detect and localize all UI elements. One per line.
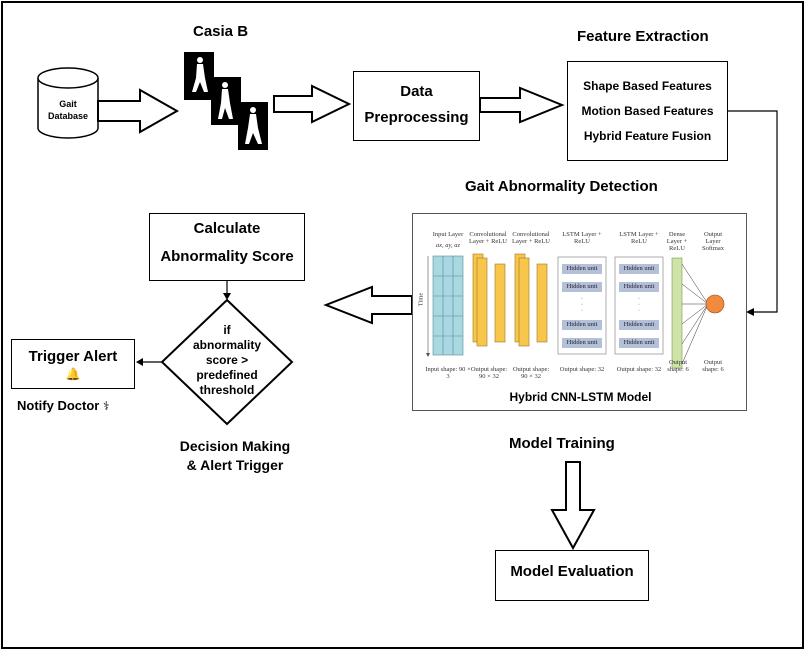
model-evaluation-box: Model Evaluation	[495, 550, 649, 601]
model-caption: Hybrid CNN-LSTM Model	[509, 390, 652, 404]
database-cylinder-icon	[37, 67, 99, 139]
shape-input: Input shape: 90 × 3	[425, 366, 471, 380]
notify-doctor: Notify Doctor ⚕	[17, 398, 109, 413]
label-input-vars: ax, ay, az	[435, 242, 461, 249]
shape-conv2: Output shape: 90 × 32	[512, 366, 550, 380]
cnn-lstm-model-box: Input Layer ax, ay, az Time Convolutiona…	[412, 213, 747, 411]
hidden-unit-1a: Hidden unit	[562, 264, 602, 274]
score-line2: Abnormality Score	[160, 248, 294, 265]
arrow-preprocessing-to-features	[479, 86, 565, 124]
conv-layer-1	[472, 253, 506, 347]
hidden-unit-1d: Hidden unit	[562, 338, 602, 348]
model-network-graphic	[426, 253, 725, 369]
hidden-dots-2: ···	[637, 295, 641, 314]
hidden-unit-2c: Hidden unit	[619, 320, 659, 330]
label-time-axis: Time	[417, 292, 425, 307]
label-output-layer: Output Layer Softmax	[701, 231, 725, 252]
arrow-casia-to-preprocessing	[273, 84, 352, 124]
hidden-unit-1c: Hidden unit	[562, 320, 602, 330]
score-line1: Calculate	[193, 220, 261, 237]
arrow-model-to-score	[323, 285, 413, 325]
arrow-score-to-decision	[223, 293, 231, 300]
decision-caption-line1: Decision Making	[179, 438, 291, 454]
casia-title: Casia B	[193, 23, 249, 40]
hidden-dots-1: ···	[580, 295, 584, 314]
database-label-line2: Database	[47, 111, 89, 121]
silhouette-frame-3	[238, 102, 268, 150]
arrow-training-to-evaluation	[550, 461, 596, 551]
shape-conv1: Output shape: 90 × 32	[470, 366, 508, 380]
feature-extraction-box: Shape Based Features Motion Based Featur…	[567, 61, 728, 161]
notify-doctor-label: Notify Doctor	[17, 398, 100, 413]
decision-condition: if abnormality score > predefined thresh…	[177, 323, 277, 398]
decision-caption: Decision Making & Alert Trigger	[160, 437, 310, 475]
database-label: Gait Database	[40, 98, 96, 122]
label-lstm1: LSTM Layer + ReLU	[562, 231, 602, 245]
feature-item-shape: Shape Based Features	[583, 79, 712, 93]
bell-icon: 🔔	[65, 367, 81, 381]
shape-lstm2: Output shape: 32	[616, 366, 662, 373]
decision-diamond	[160, 298, 294, 426]
shape-lstm1: Output shape: 32	[559, 366, 605, 373]
trigger-alert-title: Trigger Alert	[28, 348, 118, 365]
hidden-unit-2b: Hidden unit	[619, 282, 659, 292]
trigger-alert-box: Trigger Alert 🔔	[11, 339, 135, 389]
decision-line-5: threshold	[199, 383, 255, 397]
silhouette-frame-1	[184, 52, 214, 100]
detection-title: Gait Abnormality Detection	[465, 178, 658, 195]
dense-layer	[671, 257, 683, 369]
conv-layer-2	[514, 253, 548, 347]
model-training-title: Model Training	[509, 435, 615, 452]
feature-item-motion: Motion Based Features	[581, 104, 714, 118]
output-node	[705, 294, 725, 314]
arrow-features-to-model	[728, 110, 778, 313]
label-conv2: Convolutional Layer + ReLU	[512, 231, 550, 245]
decision-caption-line2: & Alert Trigger	[186, 457, 284, 473]
label-lstm2: LSTM Layer + ReLU	[619, 231, 659, 245]
arrow-decision-to-alert	[136, 358, 143, 366]
preprocessing-line2: Preprocessing	[364, 109, 469, 126]
arrow-db-to-casia	[97, 88, 180, 134]
feature-item-hybrid: Hybrid Feature Fusion	[583, 129, 712, 143]
decision-line-1: if	[223, 323, 231, 337]
preprocessing-box: Data Preprocessing	[353, 71, 480, 141]
decision-line-3: score >	[205, 353, 249, 367]
dense-to-output-connections	[681, 263, 709, 365]
decision-line-4: predefined	[196, 368, 258, 382]
silhouette-frame-2	[211, 77, 241, 125]
preprocessing-line1: Data	[400, 83, 433, 100]
feature-extraction-title: Feature Extraction	[577, 28, 709, 45]
stethoscope-icon: ⚕	[102, 399, 110, 413]
shape-output: Output shape: 6	[702, 359, 724, 373]
shape-dense: Output shape: 6	[667, 359, 689, 373]
decision-line-2: abnormality	[192, 338, 261, 352]
hidden-unit-1b: Hidden unit	[562, 282, 602, 292]
model-evaluation-title: Model Evaluation	[510, 563, 634, 580]
input-grid	[426, 255, 464, 357]
hidden-unit-2a: Hidden unit	[619, 264, 659, 274]
score-box: Calculate Abnormality Score	[149, 213, 305, 281]
database-label-line1: Gait	[59, 99, 77, 109]
label-conv1: Convolutional Layer + ReLU	[469, 231, 507, 245]
label-dense: Dense Layer + ReLU	[666, 231, 688, 252]
label-input-layer: Input Layer	[432, 231, 464, 238]
hidden-unit-2d: Hidden unit	[619, 338, 659, 348]
